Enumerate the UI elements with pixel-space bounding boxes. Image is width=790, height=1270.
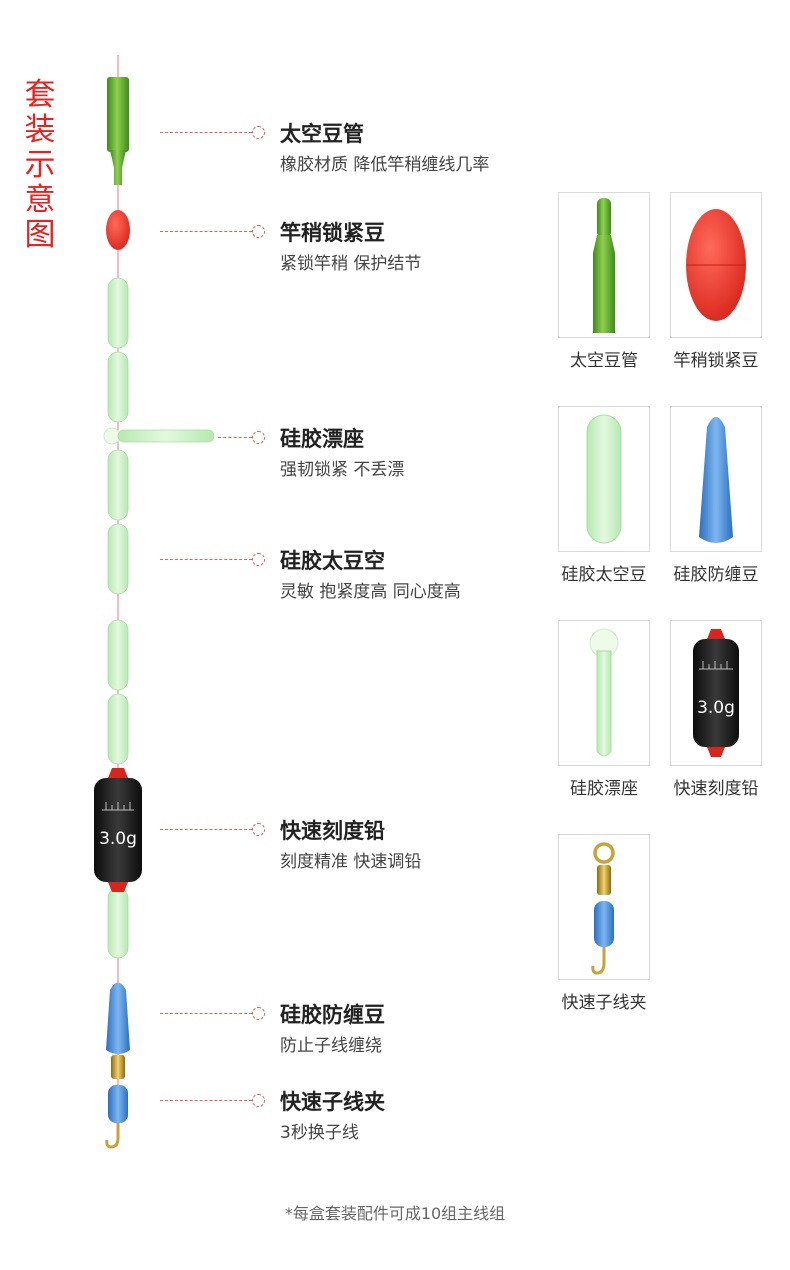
card-caption: 快速刻度铅 — [673, 779, 759, 799]
card-red-bead — [670, 192, 762, 338]
callout-ring-icon — [252, 1007, 265, 1020]
callout-subtitle: 刻度精准 快速调铅 — [280, 852, 422, 872]
callout-title: 快速刻度铅 — [280, 819, 385, 843]
callout-title: 硅胶漂座 — [280, 427, 364, 451]
callout-leader — [160, 1013, 252, 1014]
card-glow-bead — [558, 406, 650, 552]
callout-leader — [160, 559, 252, 560]
rig-swivel-clip — [105, 1055, 128, 1149]
callout-subtitle: 紧锁竿稍 保护结节 — [280, 254, 422, 274]
side-title: 套装示意图 — [24, 77, 56, 253]
float-seat-icon — [589, 628, 619, 757]
callout-leader — [160, 132, 252, 133]
green-tube-icon — [593, 198, 615, 333]
swivel-icon — [591, 842, 615, 975]
rig-red-bead — [106, 210, 130, 250]
callout-subtitle: 防止子线缠绕 — [280, 1036, 382, 1056]
rig-sinker-label: 3.0g — [99, 829, 137, 849]
callout-subtitle: 3秒换子线 — [280, 1123, 359, 1143]
callout-ring-icon — [252, 823, 265, 836]
card-caption: 快速子线夹 — [561, 993, 647, 1013]
callout-title: 硅胶防缠豆 — [280, 1003, 385, 1027]
card-caption: 硅胶漂座 — [570, 779, 638, 799]
rig-glow-beads — [107, 277, 129, 959]
card-caption: 硅胶防缠豆 — [673, 565, 759, 585]
footnote: *每盒套装配件可成10组主线组 — [284, 1204, 506, 1223]
callout-ring-icon — [252, 126, 265, 139]
card-float-seat — [558, 620, 650, 766]
callout-ring-icon — [252, 225, 265, 238]
rig-green-tube — [107, 77, 129, 185]
card-sinker-label: 3.0g — [697, 698, 735, 718]
rig-blue-bead — [106, 982, 130, 1054]
card-sinker: 3.0g — [670, 620, 762, 766]
callout-leader — [160, 231, 252, 232]
callout-title: 竿稍锁紧豆 — [280, 221, 385, 245]
card-swivel-clip — [558, 834, 650, 980]
card-caption: 竿稍锁紧豆 — [673, 351, 759, 371]
callout-title: 快速子线夹 — [280, 1090, 385, 1114]
blue-bead-icon — [699, 417, 733, 543]
card-blue-bead — [670, 406, 762, 552]
callout-subtitle: 强韧锁紧 不丢漂 — [280, 460, 405, 480]
callout-title: 硅胶太豆空 — [280, 549, 385, 573]
callout-title: 太空豆管 — [280, 122, 364, 146]
callout-subtitle: 橡胶材质 降低竿稍缠线几率 — [280, 155, 490, 175]
callout-leader — [160, 829, 252, 830]
callout-ring-icon — [252, 1094, 265, 1107]
card-caption: 太空豆管 — [570, 351, 638, 371]
rig-sinker: 3.0g — [94, 768, 142, 892]
callout-ring-icon — [252, 553, 265, 566]
callout-leader — [218, 437, 252, 438]
callout-subtitle: 灵敏 抱紧度高 同心度高 — [280, 582, 461, 602]
card-caption: 硅胶太空豆 — [561, 565, 647, 585]
sinker-icon: 3.0g — [693, 629, 739, 757]
callout-ring-icon — [252, 431, 265, 444]
card-green-tube — [558, 192, 650, 338]
red-bead-icon — [686, 209, 746, 321]
callout-leader — [160, 1100, 252, 1101]
rig-illustration: 3.0g — [94, 55, 215, 1149]
glow-bead-icon — [586, 414, 622, 544]
rig-float-seat — [103, 427, 215, 445]
